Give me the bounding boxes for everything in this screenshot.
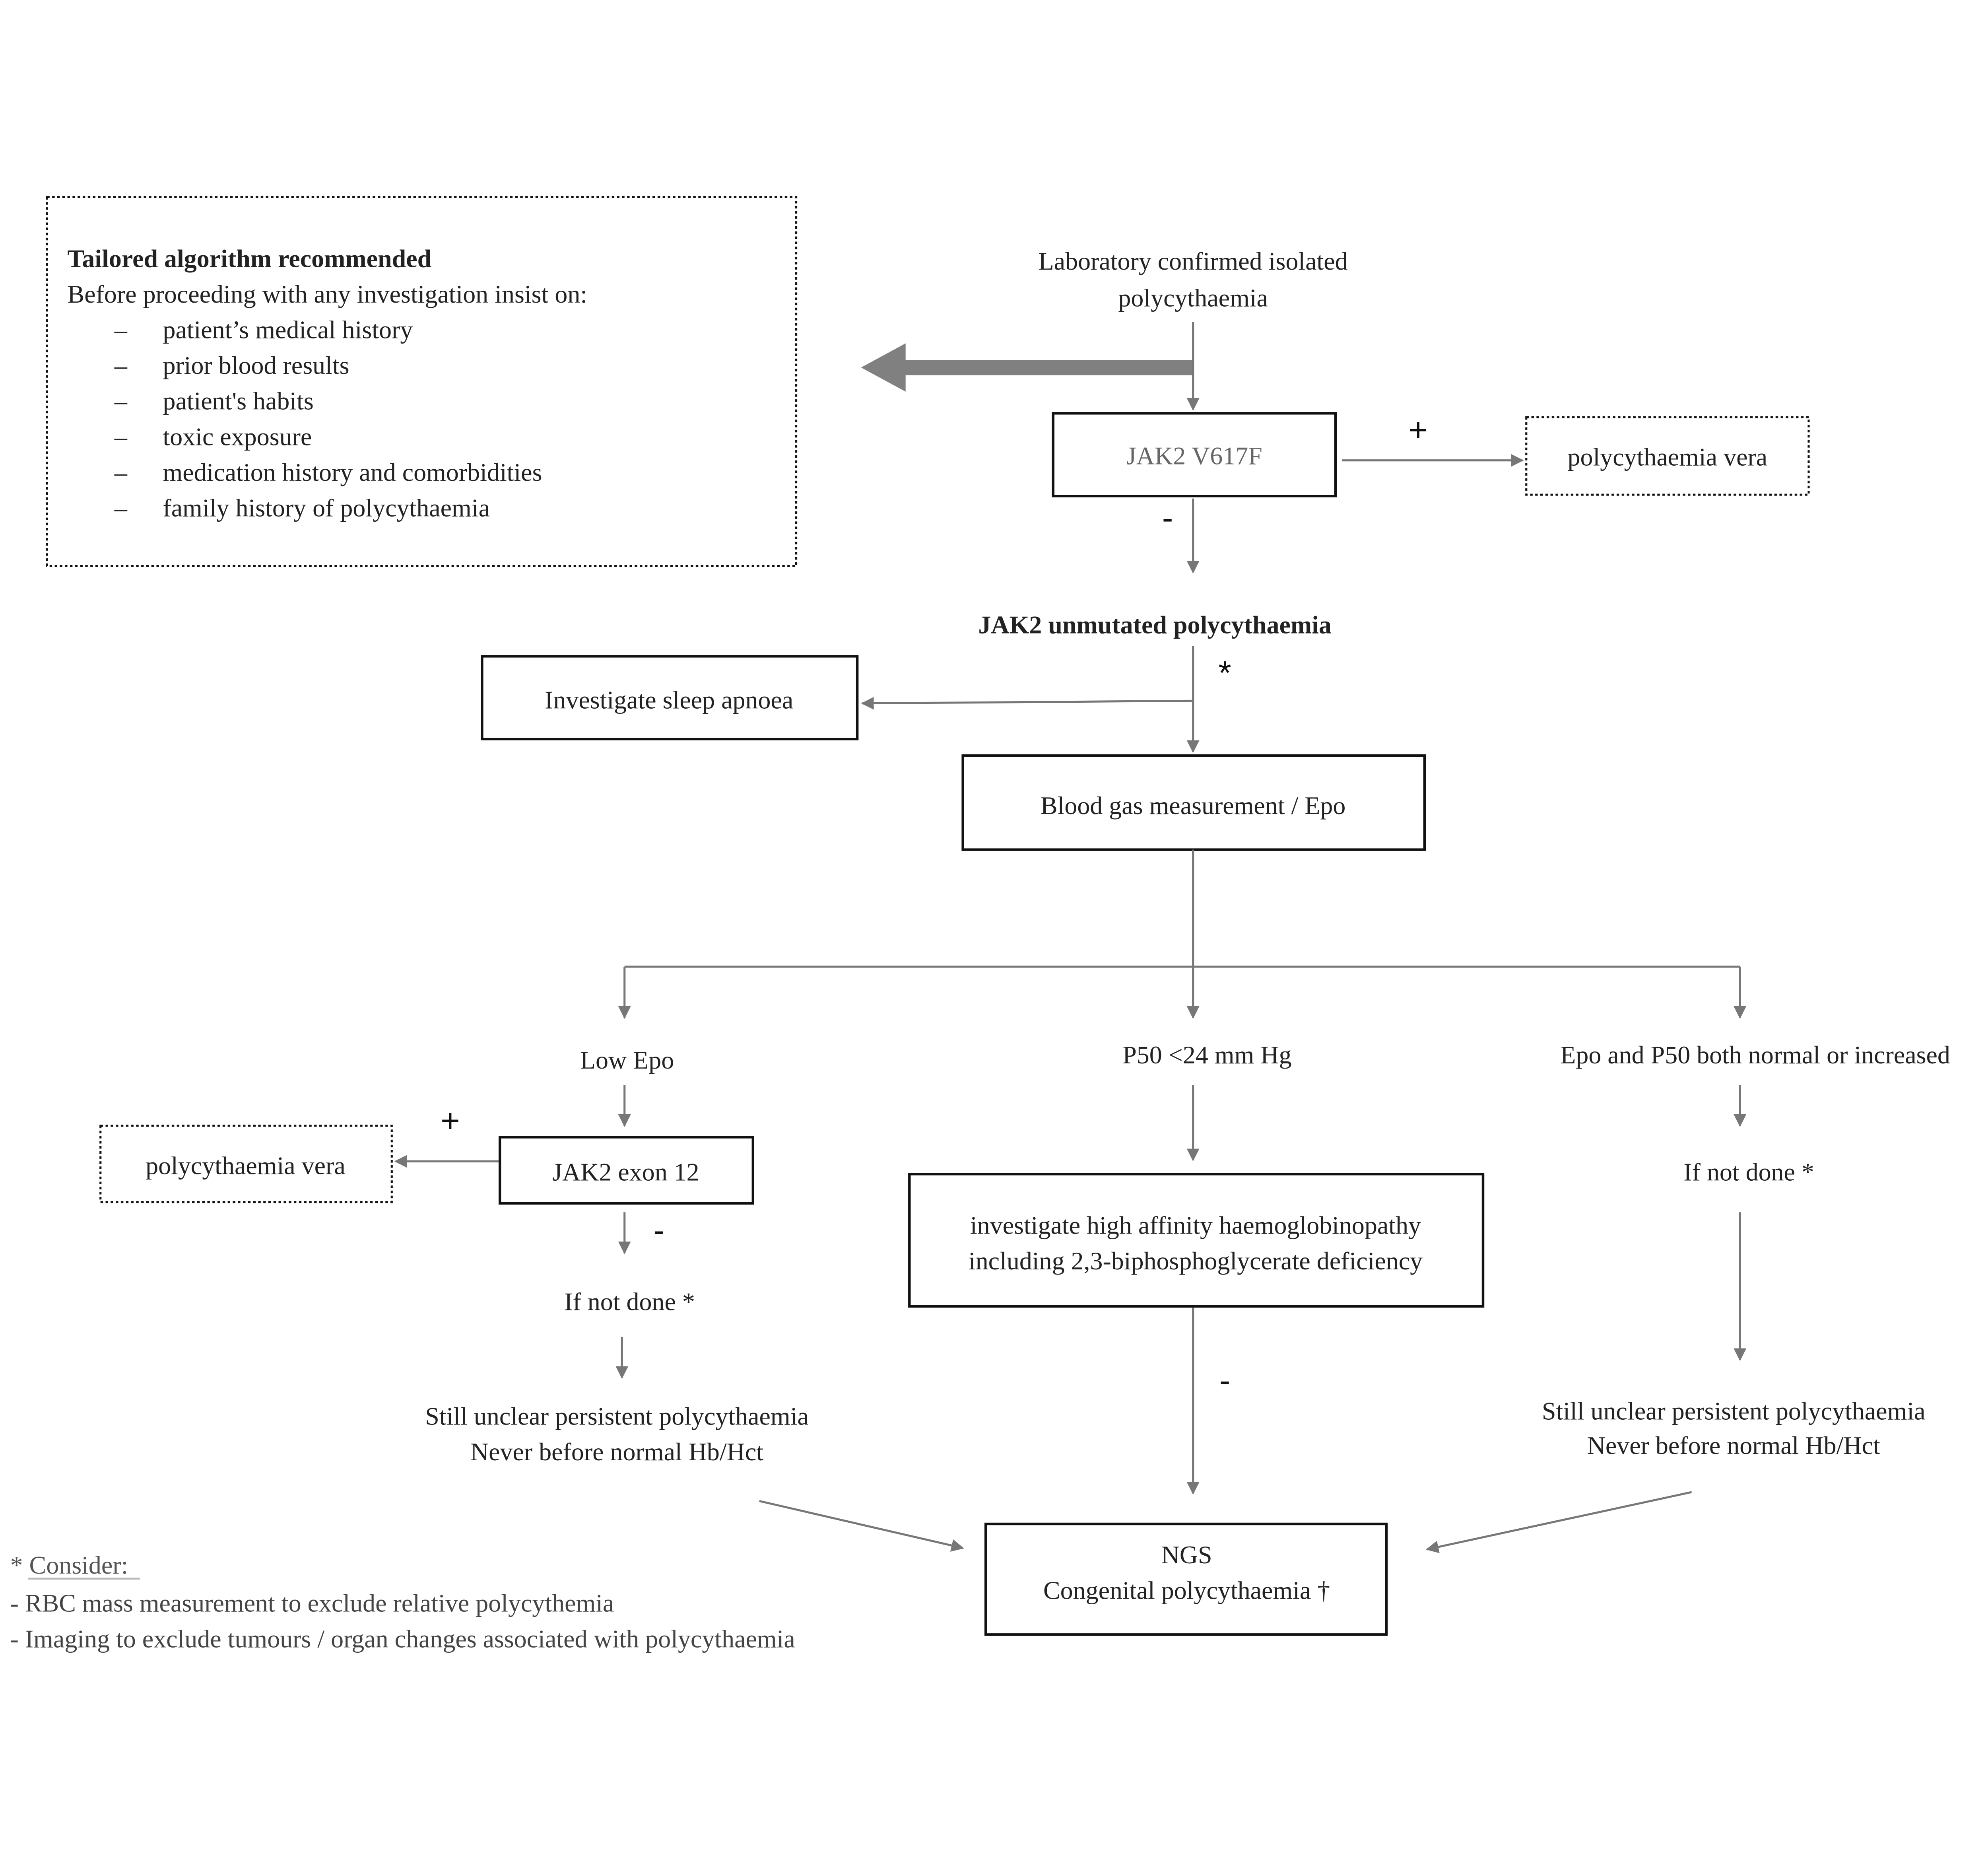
- if-not-done-left: If not done *: [564, 1288, 695, 1316]
- bullet: –: [114, 422, 128, 451]
- jak2-v617f-label: JAK2 V617F: [1126, 441, 1262, 470]
- ngs-line1: NGS: [1161, 1541, 1212, 1569]
- start-line2: polycythaemia: [1118, 284, 1268, 312]
- normal-label: Epo and P50 both normal or increased: [1560, 1041, 1950, 1069]
- list-item: patient’s medical history: [163, 316, 413, 344]
- p50-label: P50 <24 mm Hg: [1122, 1041, 1291, 1069]
- still-unclear-right-line2: Never before normal Hb/Hct: [1587, 1431, 1880, 1459]
- minus-sign: -: [1219, 1362, 1231, 1399]
- footnote: * Consider: - RBC mass measurement to ex…: [10, 1551, 795, 1653]
- jak2-exon12-box: JAK2 exon 12: [498, 1136, 754, 1205]
- sleep-apnoea-box: Investigate sleep apnoea: [481, 655, 859, 740]
- low-epo-label: Low Epo: [580, 1046, 674, 1074]
- bullet: –: [114, 351, 128, 379]
- still-unclear-left-line1: Still unclear persistent polycythaemia: [425, 1402, 809, 1430]
- minus-sign: -: [1162, 499, 1173, 536]
- info-box-title: Tailored algorithm recommended: [68, 244, 432, 272]
- if-not-done-right: If not done *: [1683, 1158, 1814, 1186]
- bullet: –: [114, 387, 128, 415]
- list-item: family history of polycythaemia: [163, 494, 490, 522]
- blood-gas-box: Blood gas measurement / Epo: [961, 754, 1426, 851]
- jak2-unmutated-label: JAK2 unmutated polycythaemia: [978, 611, 1331, 639]
- info-box-intro: Before proceeding with any investigation…: [68, 280, 588, 308]
- arrow: [1426, 1491, 1692, 1553]
- still-unclear-left-line2: Never before normal Hb/Hct: [470, 1438, 763, 1466]
- start-line1: Laboratory confirmed isolated: [1039, 247, 1348, 275]
- ngs-line2: Congenital polycythaemia †: [1043, 1576, 1330, 1605]
- info-box: Tailored algorithm recommended Before pr…: [46, 196, 798, 567]
- sleep-apnoea-label: Investigate sleep apnoea: [545, 686, 793, 714]
- big-arrow: [861, 343, 1193, 392]
- list-item: prior blood results: [163, 351, 349, 379]
- footnote-item: - Imaging to exclude tumours / organ cha…: [10, 1625, 795, 1653]
- minus-sign: -: [653, 1212, 664, 1249]
- arrow: [759, 1500, 964, 1552]
- asterisk: *: [1218, 655, 1231, 692]
- arrow: [861, 697, 1193, 710]
- pv-top-label: polycythaemia vera: [1568, 443, 1768, 471]
- pv-left-box: polycythaemia vera: [99, 1125, 393, 1203]
- pv-top-box: polycythaemia vera: [1525, 416, 1810, 496]
- still-unclear-right-line1: Still unclear persistent polycythaemia: [1542, 1397, 1926, 1425]
- list-item: toxic exposure: [163, 422, 312, 451]
- bullet: –: [114, 494, 128, 522]
- blood-gas-label: Blood gas measurement / Epo: [1041, 791, 1345, 820]
- info-box-list: – patient’s medical history – prior bloo…: [114, 316, 542, 522]
- plus-sign: +: [1409, 412, 1428, 449]
- haemoglobinopathy-line1: investigate high affinity haemoglobinopa…: [970, 1211, 1421, 1240]
- pv-left-label: polycythaemia vera: [146, 1151, 346, 1180]
- plus-sign: +: [441, 1102, 460, 1139]
- jak2-v617f-box: JAK2 V617F: [1052, 412, 1337, 497]
- list-item: medication history and comorbidities: [163, 458, 542, 486]
- ngs-box: NGS Congenital polycythaemia †: [984, 1522, 1388, 1636]
- haemoglobinopathy-box: investigate high affinity haemoglobinopa…: [908, 1173, 1485, 1308]
- bullet: –: [114, 316, 128, 344]
- footnote-title: * Consider:: [10, 1551, 128, 1579]
- bullet: –: [114, 458, 128, 486]
- jak2-exon12-label: JAK2 exon 12: [552, 1158, 699, 1186]
- footnote-item: - RBC mass measurement to exclude relati…: [10, 1589, 614, 1617]
- list-item: patient's habits: [163, 387, 313, 415]
- haemoglobinopathy-line2: including 2,3-biphosphoglycerate deficie…: [969, 1247, 1423, 1275]
